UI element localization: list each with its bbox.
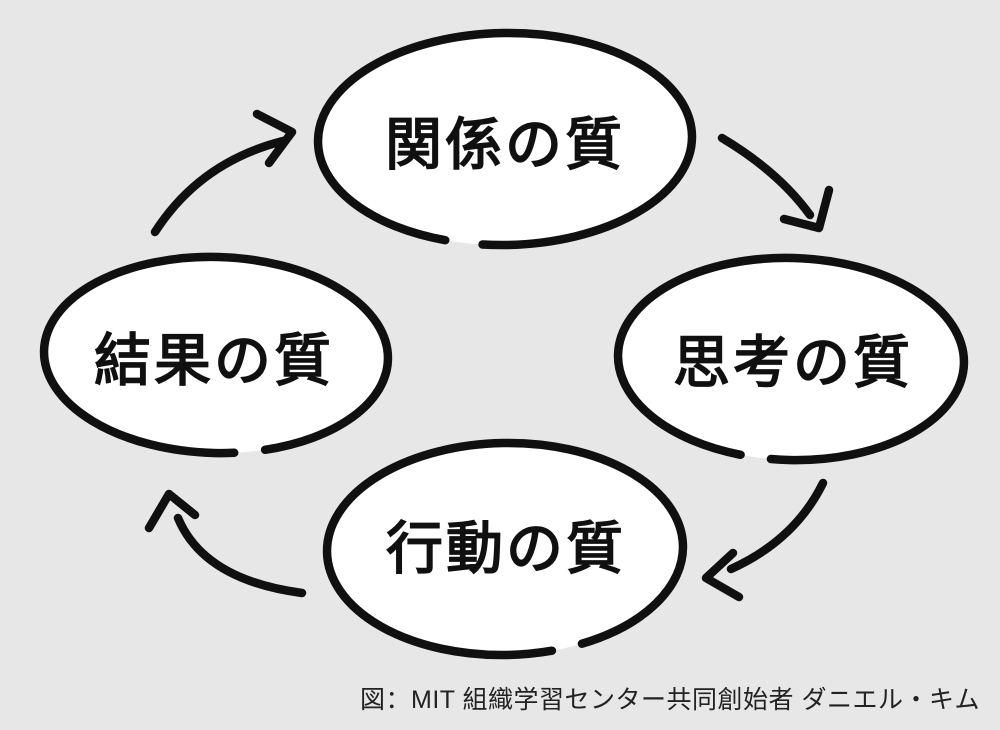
arrow-results-to-relationships: [150, 109, 297, 237]
arrow-relationships-to-thinking: [717, 133, 834, 233]
arrow-thinking-to-action: [701, 478, 828, 602]
source-caption: 図：MIT 組織学習センター共同創始者 ダニエル・キム: [360, 686, 980, 714]
node-ellipse-results: [39, 252, 393, 458]
node-ellipse-relationships: [313, 28, 697, 250]
arrow-action-to-results: [144, 489, 307, 598]
node-ellipse-action: [322, 438, 688, 660]
node-ellipse-thinking: [613, 253, 969, 465]
